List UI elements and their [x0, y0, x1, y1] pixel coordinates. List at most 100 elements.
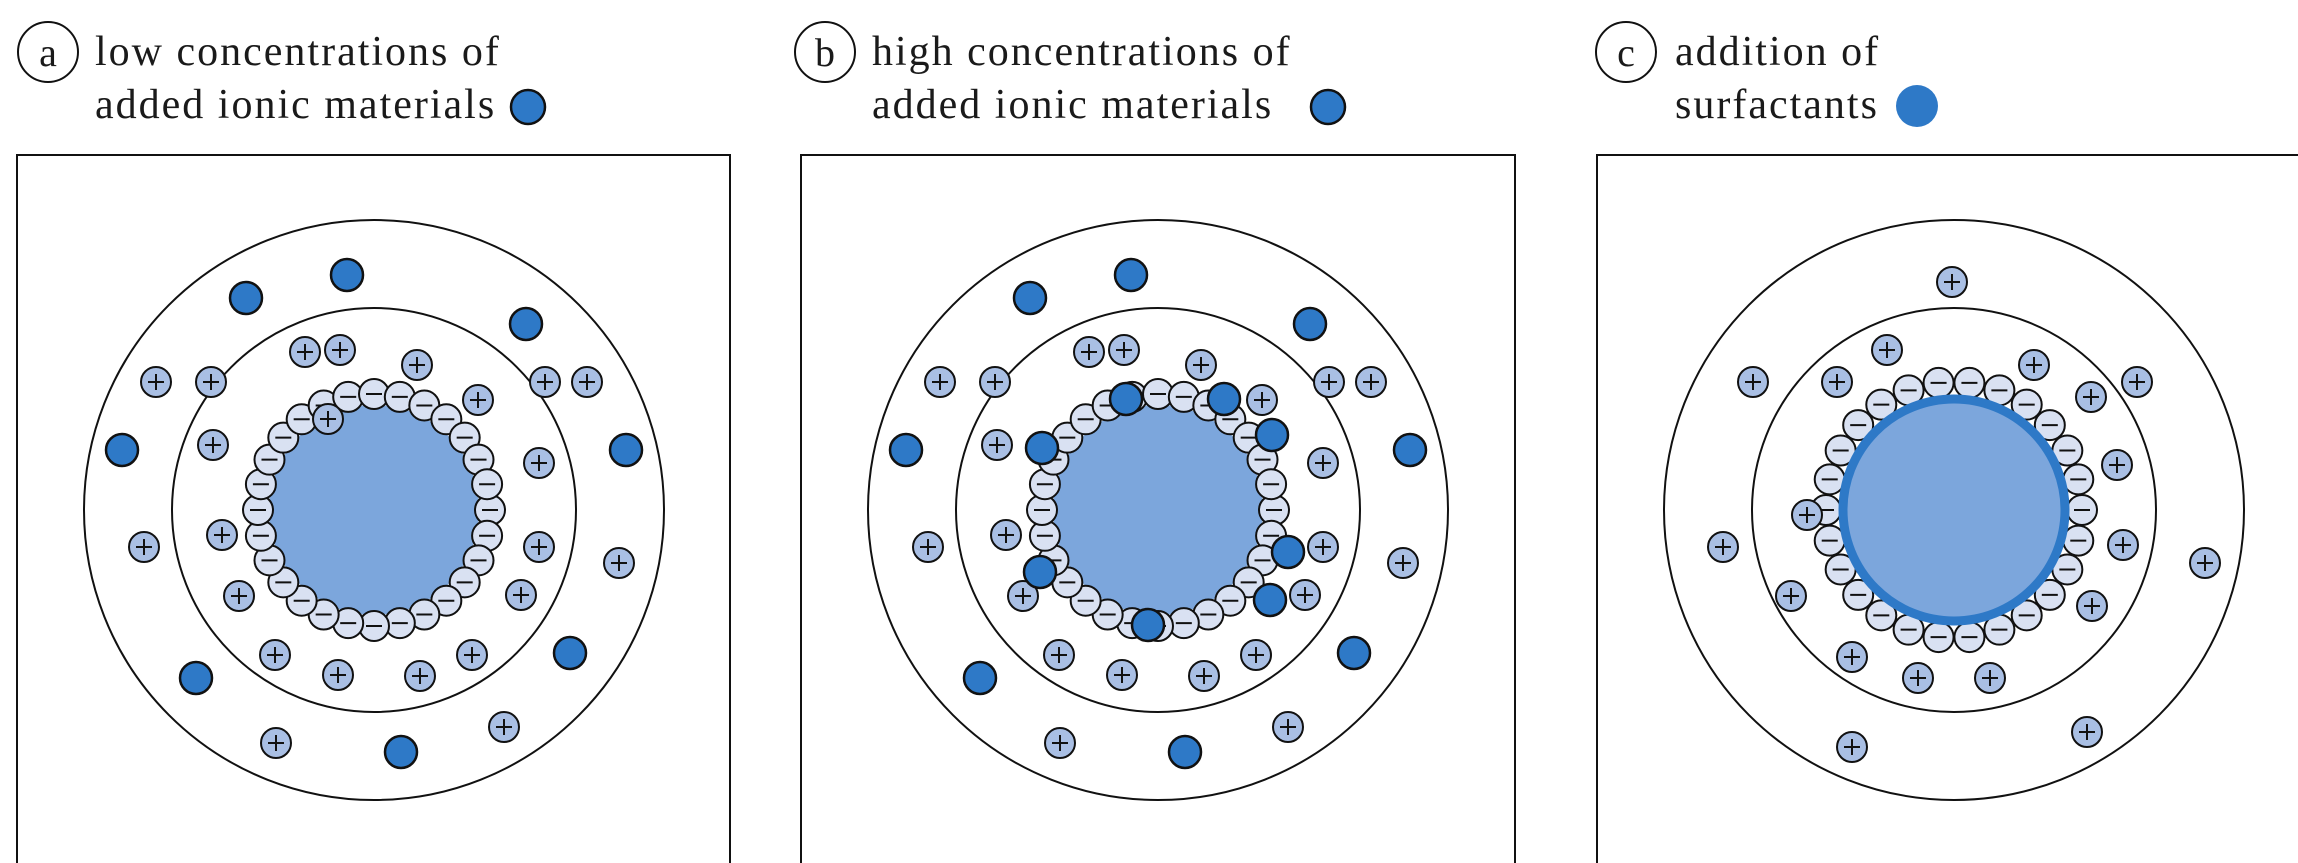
- positive-ion: [604, 548, 634, 578]
- particle-core: [269, 405, 479, 615]
- added-ionic-material: [1256, 419, 1288, 451]
- positive-ion: [1356, 367, 1386, 397]
- added-ionic-material: [1394, 434, 1426, 466]
- positive-ion: [290, 337, 320, 367]
- added-ionic-material: [1338, 637, 1370, 669]
- positive-ion: [260, 640, 290, 670]
- panel-b-scene: [868, 220, 1448, 800]
- positive-ion: [1290, 580, 1320, 610]
- panel-c-letter: c: [1617, 30, 1635, 75]
- positive-ion: [530, 367, 560, 397]
- added-ionic-material: [554, 637, 586, 669]
- positive-ion: [2122, 367, 2152, 397]
- added-ionic-material: [180, 662, 212, 694]
- positive-ion: [2076, 382, 2106, 412]
- positive-ion: [141, 367, 171, 397]
- positive-ion: [313, 404, 343, 434]
- added-ionic-material: [1014, 282, 1046, 314]
- added-ionic-material: [510, 308, 542, 340]
- negative-ion: [2063, 464, 2093, 494]
- ionic-material-dot-icon: [1311, 90, 1345, 124]
- added-ionic-material: [230, 282, 262, 314]
- added-ionic-material: [106, 434, 138, 466]
- positive-ion: [1045, 728, 1075, 758]
- positive-ion: [1241, 640, 1271, 670]
- positive-ion: [2072, 717, 2102, 747]
- positive-ion: [489, 712, 519, 742]
- added-ionic-material: [1132, 609, 1164, 641]
- positive-ion: [457, 640, 487, 670]
- positive-ion: [224, 581, 254, 611]
- positive-ion: [1074, 337, 1104, 367]
- surfactant-coated-particle: [1843, 399, 2065, 621]
- negative-ion: [2067, 495, 2097, 525]
- positive-ion: [2102, 450, 2132, 480]
- negative-ion: [472, 469, 502, 499]
- positive-ion: [198, 430, 228, 460]
- positive-ion: [2077, 591, 2107, 621]
- added-ionic-material: [1272, 536, 1304, 568]
- positive-ion: [2108, 530, 2138, 560]
- added-ionic-material: [964, 662, 996, 694]
- positive-ion: [1837, 732, 1867, 762]
- positive-ion: [1308, 532, 1338, 562]
- positive-ion: [980, 367, 1010, 397]
- positive-ion: [261, 728, 291, 758]
- panel-a-label-line1: low concentrations of: [95, 29, 501, 75]
- surfactant-dot-icon: [1896, 85, 1938, 127]
- positive-ion: [207, 520, 237, 550]
- positive-ion: [405, 661, 435, 691]
- positive-ion: [323, 660, 353, 690]
- positive-ion: [1837, 642, 1867, 672]
- positive-ion: [129, 532, 159, 562]
- added-ionic-material: [1294, 308, 1326, 340]
- added-ionic-material: [1024, 556, 1056, 588]
- positive-ion: [1738, 367, 1768, 397]
- positive-ion: [1708, 532, 1738, 562]
- positive-ion: [196, 367, 226, 397]
- positive-ion: [1308, 448, 1338, 478]
- panel-b-label-line2: added ionic materials: [872, 82, 1273, 128]
- panel-b-header: b high concentrations of added ionic mat…: [795, 22, 1345, 128]
- positive-ion: [524, 532, 554, 562]
- added-ionic-material: [1026, 432, 1058, 464]
- positive-ion: [1975, 663, 2005, 693]
- added-ionic-material: [1110, 383, 1142, 415]
- panel-b-label-line1: high concentrations of: [872, 29, 1292, 75]
- negative-ion: [1256, 469, 1286, 499]
- negative-ion: [1924, 622, 1954, 652]
- negative-ion: [1815, 464, 1845, 494]
- positive-ion: [991, 520, 1021, 550]
- panel-c-scene: [1664, 220, 2244, 800]
- panel-c-label-line2: surfactants: [1675, 82, 1879, 128]
- positive-ion: [463, 385, 493, 415]
- panel-c-label-line1: addition of: [1675, 29, 1880, 75]
- positive-ion: [506, 580, 536, 610]
- panel-b-letter: b: [815, 30, 835, 75]
- added-ionic-material: [1254, 584, 1286, 616]
- added-ionic-material: [1208, 383, 1240, 415]
- added-ionic-material: [331, 259, 363, 291]
- added-ionic-material: [610, 434, 642, 466]
- positive-ion: [1822, 367, 1852, 397]
- positive-ion: [2190, 548, 2220, 578]
- positive-ion: [925, 367, 955, 397]
- positive-ion: [1792, 500, 1822, 530]
- positive-ion: [913, 532, 943, 562]
- panel-a-scene: [84, 220, 664, 800]
- ionic-material-dot-icon: [511, 90, 545, 124]
- added-ionic-material: [1115, 259, 1147, 291]
- positive-ion: [1314, 367, 1344, 397]
- negative-ion: [1815, 526, 1845, 556]
- panel-a-label-line2: added ionic materials: [95, 82, 496, 128]
- positive-ion: [524, 448, 554, 478]
- added-ionic-material: [1169, 736, 1201, 768]
- panel-a-header: a low concentrations of added ionic mate…: [18, 22, 545, 128]
- positive-ion: [982, 430, 1012, 460]
- positive-ion: [2019, 350, 2049, 380]
- positive-ion: [1388, 548, 1418, 578]
- positive-ion: [1186, 350, 1216, 380]
- panel-a-letter: a: [39, 30, 57, 75]
- positive-ion: [325, 335, 355, 365]
